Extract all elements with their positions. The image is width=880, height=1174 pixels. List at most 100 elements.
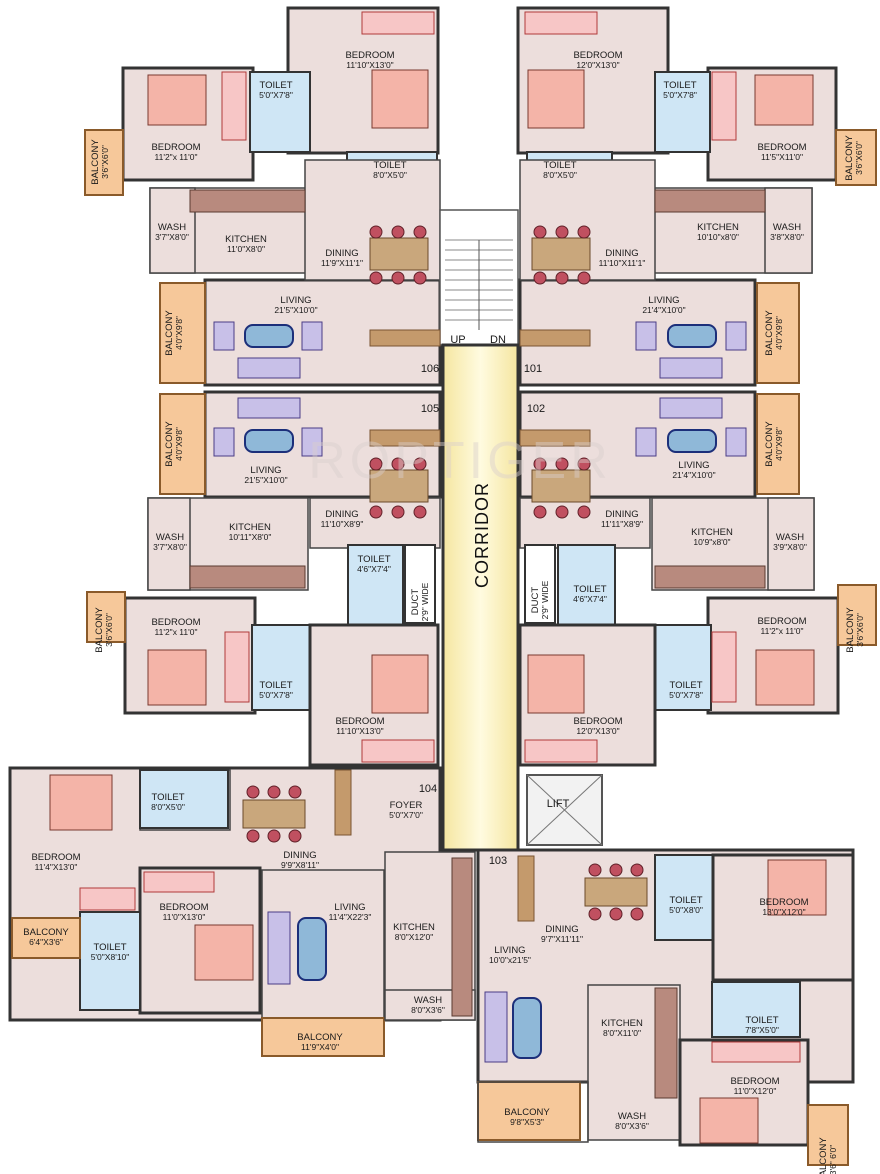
room-dimension: 3'7"X8'0" [153, 542, 187, 552]
flat-number-101: 101 [524, 363, 542, 375]
room-dimension: 11'0"X8'0" [227, 244, 265, 254]
room-name: TOILET [357, 554, 390, 565]
room-dimension: 5'0"X7'8" [259, 690, 293, 700]
bed [755, 649, 815, 706]
kitchen-counter [654, 987, 678, 1099]
room-name: WASH [156, 532, 184, 543]
watermark: ROPTIGER [308, 432, 612, 490]
room-dimension: 11'0"X12'0" [734, 1086, 777, 1096]
room-dimension: 4'0"X9'8" [774, 316, 784, 350]
armchair [301, 321, 323, 351]
room-dimension: 4'0"X9'8" [174, 427, 184, 461]
room-dimension: 10'11"X8'0" [229, 532, 272, 542]
room-name: BEDROOM [151, 617, 200, 628]
room-dimension: 6'4"X3'6" [29, 937, 63, 947]
room-name: TOILET [669, 680, 702, 691]
armchair [213, 321, 235, 351]
room-dimension: 5'0"X7'8" [669, 690, 703, 700]
room-name: BEDROOM [730, 1076, 779, 1087]
coffee-table [667, 324, 717, 348]
room-name: BALCONY [94, 607, 105, 653]
wardrobe [224, 631, 250, 703]
wardrobe [361, 739, 435, 763]
room-dimension: 5'0"X7'8" [663, 90, 697, 100]
room-name: DINING [605, 248, 638, 259]
wardrobe [524, 739, 598, 763]
room-dimension: 11'4"X22'3" [329, 912, 372, 922]
room-name: KITCHEN [697, 222, 739, 233]
room-name: LIVING [334, 902, 365, 913]
room-name: LIVING [250, 465, 281, 476]
room-dimension: 8'0"X12'0" [395, 932, 434, 942]
room-name: LIVING [678, 460, 709, 471]
room-name: BALCONY [504, 1107, 550, 1118]
room-name: FOYER [390, 800, 423, 811]
room-name: KITCHEN [393, 922, 435, 933]
lift-label: LIFT [547, 798, 570, 810]
room-name: BEDROOM [345, 50, 394, 61]
wardrobe [361, 11, 435, 35]
sofa [237, 397, 301, 419]
coffee-table [297, 917, 327, 981]
room-dimension: 11'2"x 11'0" [155, 152, 198, 162]
room-name: DUCT [410, 589, 421, 616]
room-dimension: 8'0"X3'6" [411, 1005, 445, 1015]
coffee-table [244, 429, 294, 453]
room-dimension: 10'9"x8'0" [693, 537, 730, 547]
room-name: DINING [325, 248, 358, 259]
armchair [725, 427, 747, 457]
room-name: BALCONY [90, 139, 101, 185]
room-name: BEDROOM [31, 852, 80, 863]
room-name: DINING [605, 509, 638, 520]
room-dimension: 10'0"x21'5" [489, 955, 531, 965]
room-name: TOILET [663, 80, 696, 91]
coffee-table [512, 997, 542, 1059]
wardrobe [143, 871, 215, 893]
room-dimension: 11'10"X13'0" [336, 726, 383, 736]
room-dimension: 13'0"X12'0" [762, 907, 805, 917]
bed [371, 654, 429, 714]
sofa [659, 357, 723, 379]
bed [754, 74, 814, 126]
room-name: BEDROOM [759, 897, 808, 908]
room-dimension: 2'9" WIDE [420, 582, 430, 621]
room-dimension: 9'9"X8'11" [281, 860, 319, 870]
room-name: DUCT [530, 587, 541, 614]
room-name: KITCHEN [601, 1018, 643, 1029]
room-dimension: 11'9"X11'1" [321, 258, 363, 268]
dining-table [531, 469, 591, 503]
room-name: TOILET [573, 584, 606, 595]
room-name: BEDROOM [159, 902, 208, 913]
room-name: KITCHEN [691, 527, 733, 538]
room-name: TOILET [373, 160, 406, 171]
room-name: WASH [776, 532, 804, 543]
room-dimension: 3'6" 6'0" [828, 1145, 838, 1174]
corridor-area [441, 343, 520, 852]
room-name: BALCONY [23, 927, 69, 938]
room-dimension: 2'9" WIDE [540, 580, 550, 619]
sofa [659, 397, 723, 419]
bed [767, 859, 827, 916]
room-dimension: 11'10"X13'0" [346, 60, 393, 70]
room-labels: BEDROOM 11'10"X13'0" TOILET 5'0"X7'8" BE… [23, 50, 865, 1174]
room-dimension: 9'7"X11'11" [541, 934, 583, 944]
wardrobe [79, 887, 136, 911]
room-dimension: 8'0"X5'0" [543, 170, 577, 180]
wardrobe [221, 71, 247, 141]
room-name: DINING [283, 850, 316, 861]
dining-table [531, 237, 591, 271]
room-name: WASH [618, 1111, 646, 1122]
armchair [725, 321, 747, 351]
room-name: BALCONY [297, 1032, 343, 1043]
room-dimension: 8'0"X5'0" [151, 802, 185, 812]
wardrobe [524, 11, 598, 35]
armchair [301, 427, 323, 457]
sofa [267, 911, 291, 985]
room-dimension: 11'4"X13'0" [35, 862, 78, 872]
room-dimension: 11'10"X8'9" [321, 519, 364, 529]
room-name: TOILET [745, 1015, 778, 1026]
wardrobe [711, 1041, 801, 1063]
flat-number-102: 102 [527, 403, 545, 415]
room-name: BEDROOM [757, 142, 806, 153]
